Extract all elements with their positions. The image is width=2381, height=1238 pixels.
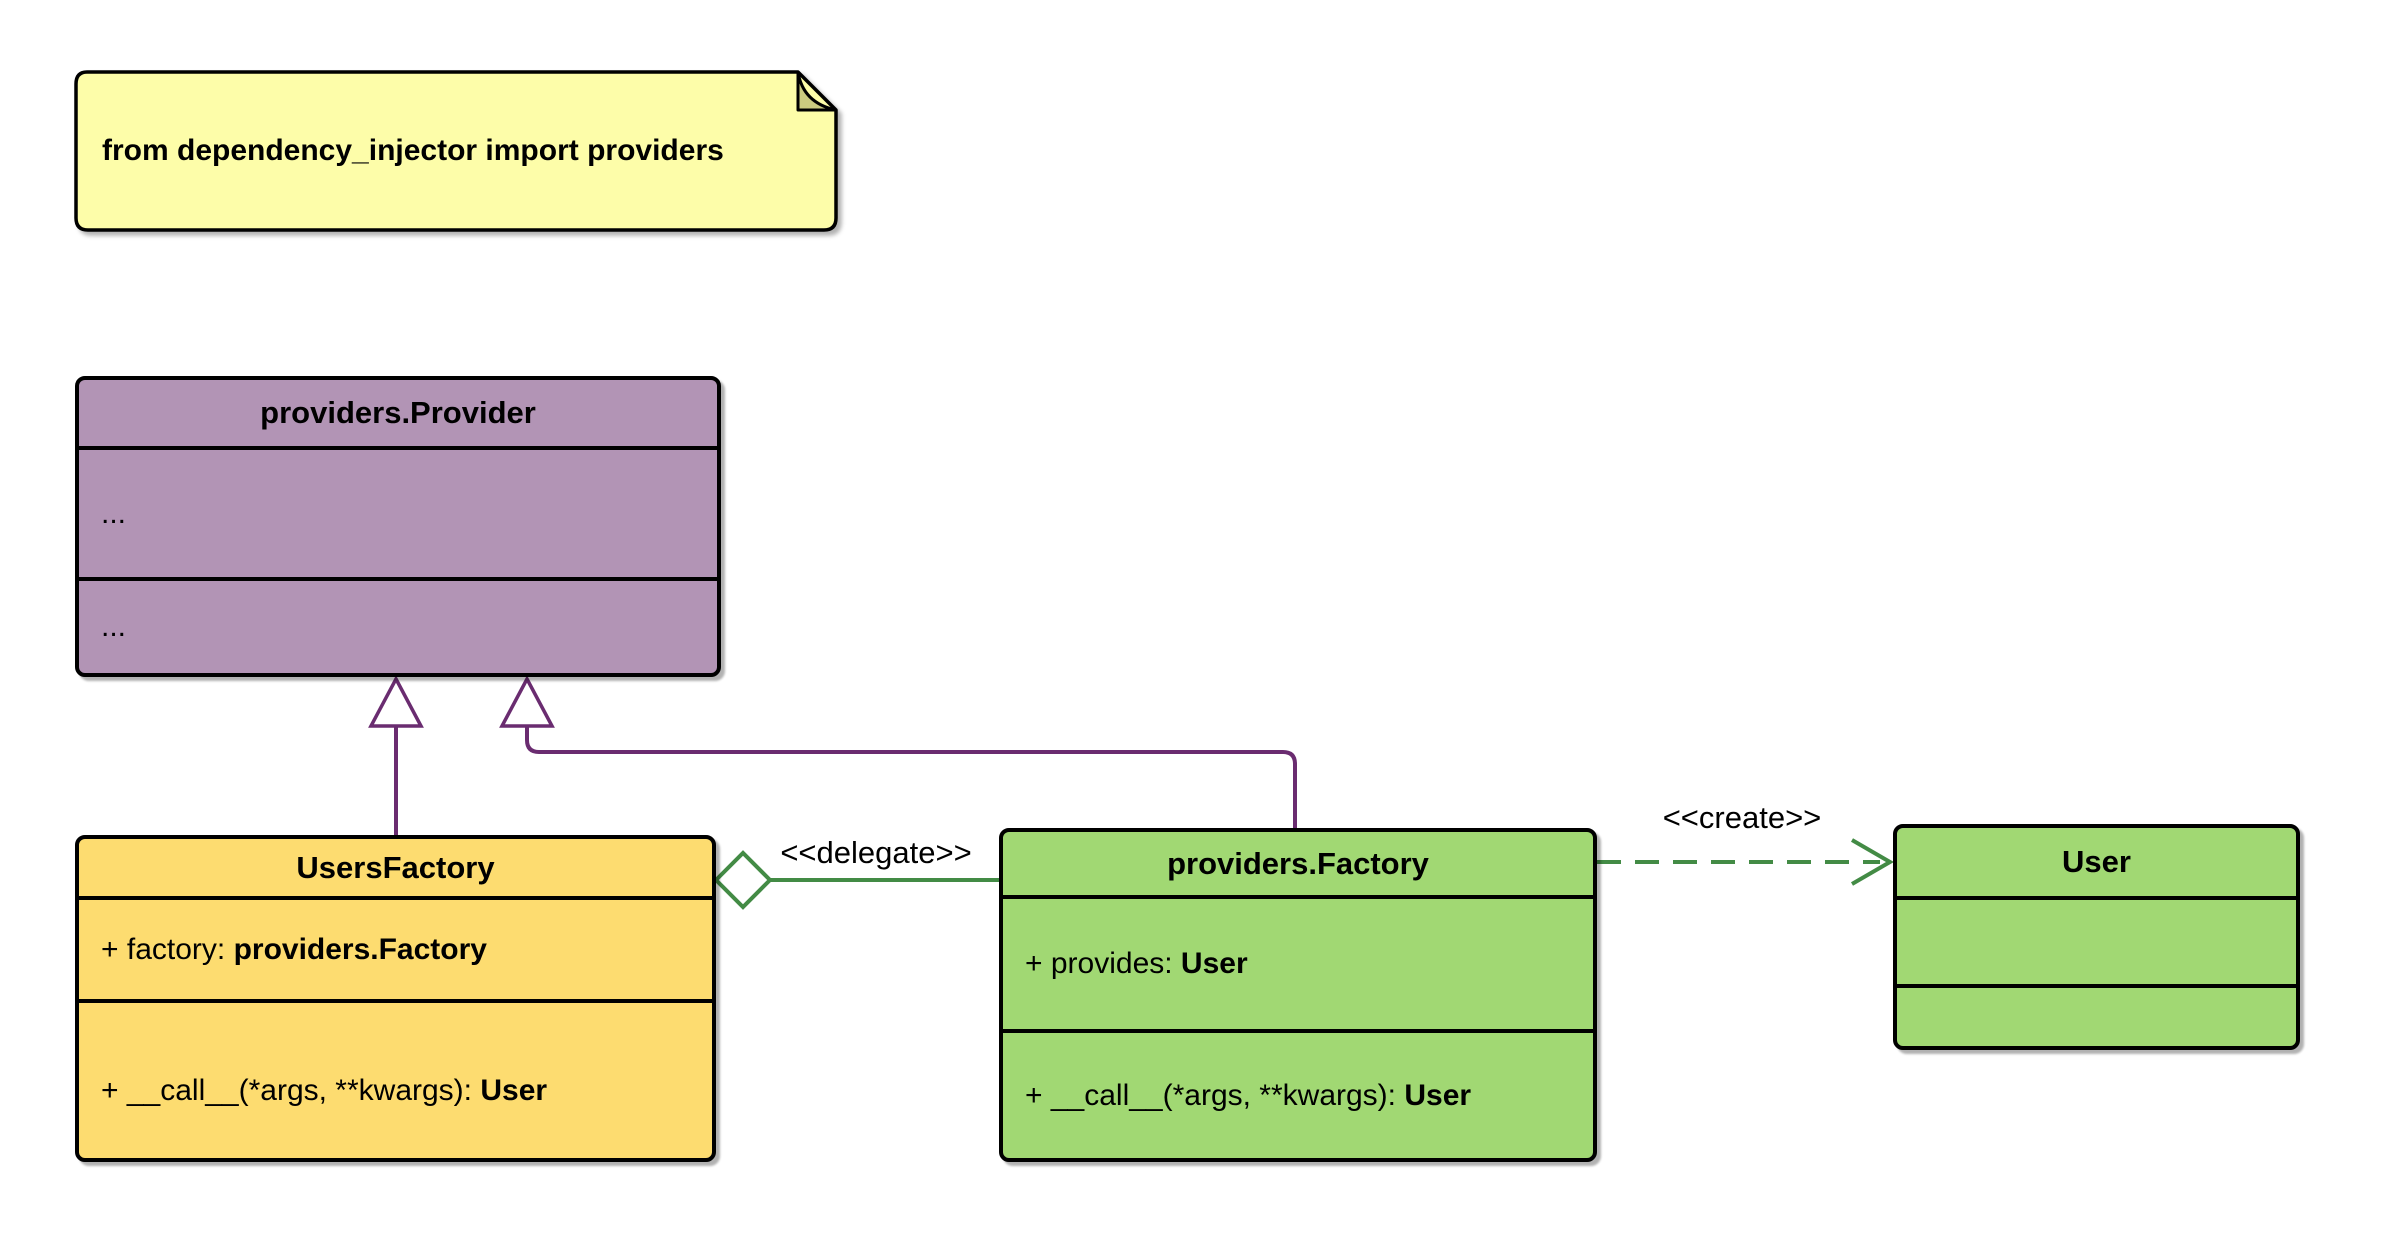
attribute-text: + provides: (1025, 947, 1181, 980)
method-type: User (1404, 1078, 1472, 1112)
class-attributes-section: + factory: providers.Factory (79, 896, 712, 999)
create-stereotype-label: <<create>> (1662, 800, 1822, 835)
class-methods-section: + __call__(*args, **kwargs): User (1003, 1029, 1593, 1158)
create-arrowhead-icon (1850, 838, 1894, 886)
attribute-row: + factory: providers.Factory (101, 933, 712, 967)
attribute-type: providers.Factory (233, 932, 487, 966)
class-usersfactory: UsersFactory + factory: providers.Factor… (75, 835, 716, 1162)
method-text: ... (101, 610, 127, 643)
class-attributes-section: ... (79, 446, 717, 577)
method-row: ... (101, 610, 717, 644)
class-title: User (2062, 844, 2131, 879)
method-row: + __call__(*args, **kwargs): User (1025, 1079, 1593, 1113)
method-text: + __call__(*args, **kwargs): (101, 1073, 481, 1107)
class-methods-section (1897, 984, 2296, 1046)
attribute-row: ... (101, 497, 717, 531)
class-providers-factory: providers.Factory + provides: User + __c… (999, 828, 1597, 1162)
delegate-diamond-icon (713, 850, 773, 910)
class-title: providers.Provider (260, 395, 536, 430)
note-import-statement: from dependency_injector import provider… (102, 134, 724, 167)
note-fold-corner-icon (796, 70, 838, 112)
class-providers-provider: providers.Provider ... ... (75, 376, 721, 677)
class-methods-section: + __call__(*args, **kwargs): User (79, 999, 712, 1158)
class-methods-section: ... (79, 577, 717, 673)
method-row: + __call__(*args, **kwargs): User (101, 1074, 712, 1108)
class-attributes-section: + provides: User (1003, 895, 1593, 1029)
inheritance-edge-factory (525, 726, 1297, 830)
method-type: User (480, 1073, 548, 1107)
class-attributes-section (1897, 896, 2296, 984)
attribute-text: + factory: (101, 932, 234, 966)
class-title: providers.Factory (1167, 845, 1429, 881)
method-text: + __call__(*args, **kwargs): (1025, 1078, 1405, 1112)
inheritance-triangle-factory (499, 675, 555, 728)
attribute-text: ... (101, 496, 127, 530)
class-title: UsersFactory (296, 849, 495, 885)
attribute-row: + provides: User (1025, 947, 1593, 981)
delegate-stereotype-label: <<delegate>> (780, 835, 972, 870)
note-shape (74, 70, 838, 232)
attribute-type: User (1180, 947, 1248, 980)
inheritance-triangle-usersfactory (368, 675, 424, 728)
class-user: User (1893, 824, 2300, 1050)
